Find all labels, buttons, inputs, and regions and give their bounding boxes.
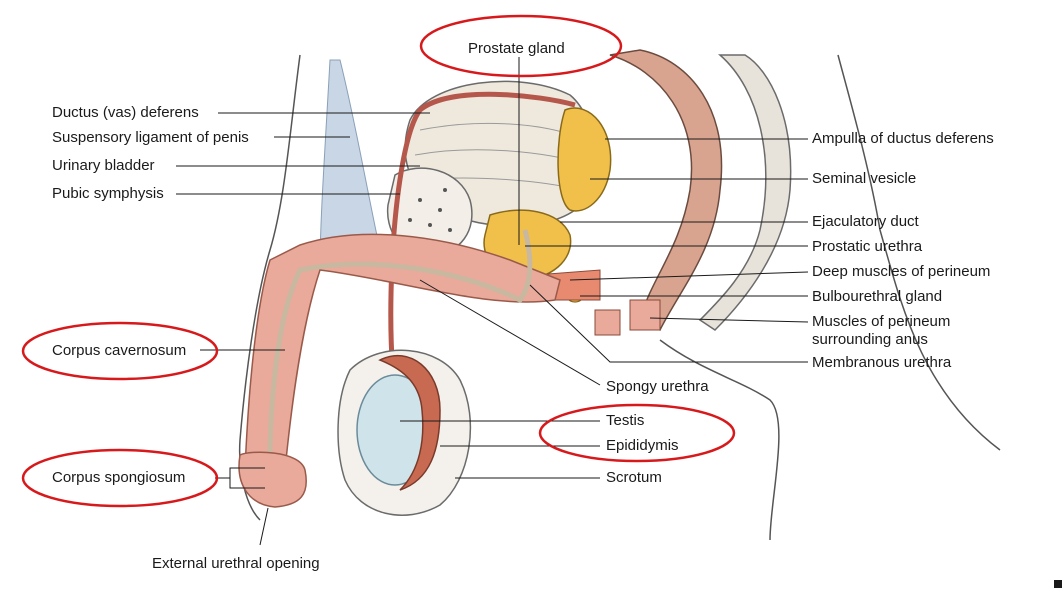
rectum [609,49,723,332]
label-corpus-cavernosum: Corpus cavernosum [52,342,187,359]
sacrum [698,54,792,331]
urethra [267,229,533,501]
label-prostatic-urethra: Prostatic urethra [812,238,923,255]
muscles-perineum-anus [629,299,661,331]
glans [238,451,307,508]
label-ampulla: Ampulla of ductus deferens [812,130,994,147]
corner-mark [1054,580,1062,588]
label-muscles-perineum-2: surrounding anus [812,331,928,348]
label-spongy-urethra: Spongy urethra [606,378,709,395]
label-ductus-deferens: Ductus (vas) deferens [52,104,199,121]
highlight-testis-epididymis [538,403,736,463]
epididymis-shape [378,354,441,491]
label-urinary-bladder: Urinary bladder [52,157,155,174]
label-pubic-symphysis: Pubic symphysis [52,185,164,202]
label-scrotum: Scrotum [606,469,662,486]
highlight-cavernosum [21,321,219,381]
label-corpus-spongiosum: Corpus spongiosum [52,469,186,486]
seminal-vesicle [557,107,612,212]
perineum-outline [659,339,780,541]
label-suspensory-ligament: Suspensory ligament of penis [52,129,249,146]
label-bulbourethral-gland: Bulbourethral gland [812,288,943,305]
label-epididymis: Epididymis [606,437,679,454]
label-ejaculatory-duct: Ejaculatory duct [812,213,919,230]
leader-lines [176,57,809,546]
label-testis: Testis [606,412,645,429]
highlight-spongiosum [21,448,219,508]
highlight-ellipses [21,14,736,508]
highlight-prostate [419,14,623,78]
corpus-cavernosum-shape [244,233,561,471]
label-prostate-gland: Prostate gland [468,40,565,57]
label-deep-muscles: Deep muscles of perineum [812,263,991,280]
back-outline [837,54,1001,451]
label-muscles-perineum-1: Muscles of perineum [812,313,951,330]
label-external-urethral-opening: External urethral opening [152,555,320,572]
label-seminal-vesicle: Seminal vesicle [812,170,917,187]
label-membranous-urethra: Membranous urethra [812,354,952,371]
